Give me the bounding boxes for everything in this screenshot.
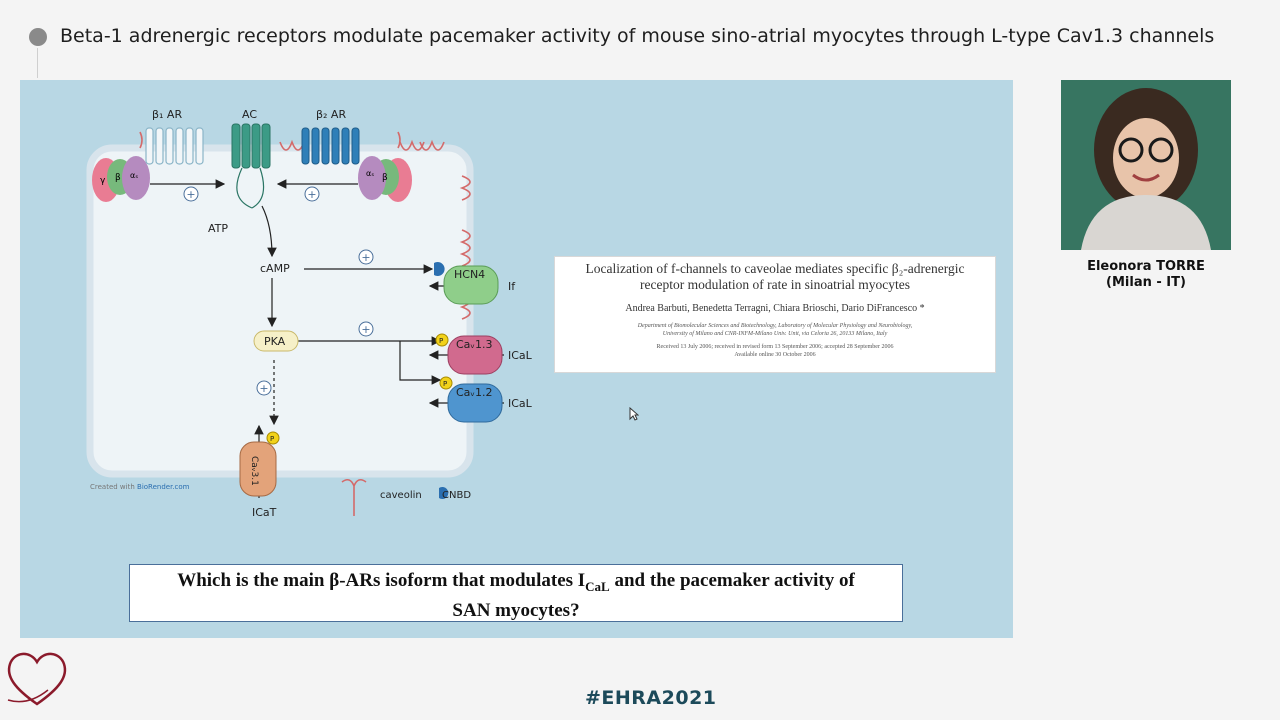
paper-excerpt: Localization of f-channels to caveolae m… bbox=[554, 256, 996, 373]
svg-text:ICaT: ICaT bbox=[252, 506, 277, 519]
cav31-channel: P Caᵥ3.1 ICaT bbox=[239, 431, 280, 519]
svg-text:P: P bbox=[270, 435, 274, 443]
slide-title: Beta-1 adrenergic receptors modulate pac… bbox=[60, 25, 1215, 47]
beta2-receptor bbox=[301, 127, 360, 165]
cav12-channel: P Caᵥ1.2 ICaL bbox=[439, 376, 533, 423]
cav13-channel: P Caᵥ1.3 ICaL bbox=[435, 333, 533, 375]
svg-text:β: β bbox=[115, 173, 121, 183]
svg-text:ICaL: ICaL bbox=[508, 397, 533, 410]
title-bar: Beta-1 adrenergic receptors modulate pac… bbox=[0, 0, 1280, 78]
g-protein-left: γ β αₛ bbox=[92, 156, 150, 202]
svg-text:αₛ: αₛ bbox=[366, 169, 374, 178]
cnbd-label: CNBD bbox=[442, 490, 471, 501]
svg-text:β: β bbox=[382, 173, 388, 183]
mouse-cursor-icon bbox=[629, 407, 639, 421]
slide-content: γ β αₛ αₛ β β₁ AR AC bbox=[20, 80, 1013, 638]
beta1-label: β₁ AR bbox=[152, 108, 182, 121]
camp-label: cAMP bbox=[260, 262, 290, 275]
event-hashtag: #EHRA2021 bbox=[585, 687, 717, 709]
ac-label: AC bbox=[242, 108, 257, 121]
cell-membrane bbox=[86, 144, 474, 478]
biorender-credit: Created with BioRender.com bbox=[90, 483, 190, 491]
beta1-receptor bbox=[145, 127, 204, 165]
heart-logo-icon bbox=[7, 652, 67, 706]
svg-text:+: + bbox=[361, 251, 370, 264]
plus-icons bbox=[183, 186, 374, 396]
paper-dates: Received 13 July 2006; received in revis… bbox=[656, 344, 894, 358]
caveolin-label: caveolin bbox=[380, 490, 422, 501]
svg-text:ICaL: ICaL bbox=[508, 349, 533, 362]
svg-text:+: + bbox=[186, 188, 195, 201]
divider bbox=[37, 48, 38, 78]
signaling-diagram: γ β αₛ αₛ β β₁ AR AC bbox=[86, 108, 533, 519]
svg-text:+: + bbox=[307, 188, 316, 201]
svg-text:Caᵥ1.3: Caᵥ1.3 bbox=[456, 338, 493, 351]
beta2-label: β₂ AR bbox=[316, 108, 346, 121]
hcn4-channel: HCN4 If bbox=[434, 262, 516, 305]
pka-label: PKA bbox=[264, 335, 286, 348]
svg-text:HCN4: HCN4 bbox=[454, 268, 485, 281]
bullet-icon bbox=[29, 28, 47, 46]
pka-box bbox=[253, 330, 299, 352]
svg-text:P: P bbox=[439, 337, 443, 345]
speaker-caption: Eleonora TORRE (Milan - IT) bbox=[1061, 259, 1231, 291]
speaker-name: Eleonora TORRE bbox=[1087, 259, 1205, 274]
svg-text:Caᵥ1.2: Caᵥ1.2 bbox=[456, 386, 493, 399]
svg-text:Caᵥ3.1: Caᵥ3.1 bbox=[249, 456, 259, 486]
paper-authors: Andrea Barbuti, Benedetta Terragni, Chia… bbox=[625, 303, 925, 314]
adenylyl-cyclase bbox=[231, 123, 271, 169]
svg-text:γ: γ bbox=[100, 176, 106, 186]
g-protein-right: αₛ β bbox=[358, 156, 412, 202]
svg-text:P: P bbox=[443, 380, 447, 388]
svg-text:αₛ: αₛ bbox=[130, 171, 138, 180]
speaker-photo bbox=[1061, 80, 1231, 250]
svg-text:+: + bbox=[259, 382, 268, 395]
atp-label: ATP bbox=[208, 222, 228, 235]
svg-text:If: If bbox=[508, 280, 516, 293]
speaker-location: (Milan - IT) bbox=[1106, 275, 1186, 290]
svg-text:+: + bbox=[361, 323, 370, 336]
question-box: Which is the main β-ARs isoform that mod… bbox=[129, 564, 903, 622]
paper-affiliation: Department of Biomolecular Sciences and … bbox=[637, 323, 913, 337]
paper-title: Localization of f-channels to caveolae m… bbox=[585, 261, 965, 292]
